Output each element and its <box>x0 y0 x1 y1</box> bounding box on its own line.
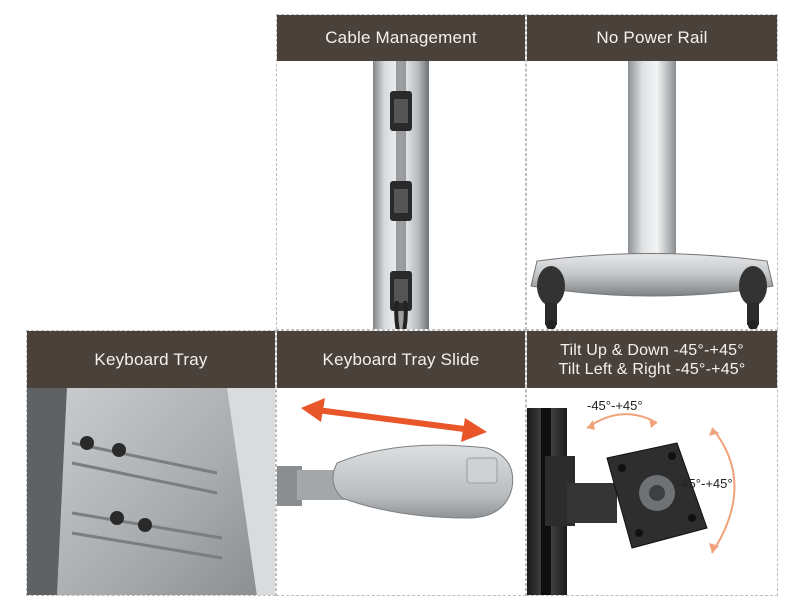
keyboard-tray-slide-panel: Keyboard Tray Slide <box>276 330 526 596</box>
cable-management-image <box>277 61 525 329</box>
tilt-header: Tilt Up & Down -45°-+45° Tilt Left & Rig… <box>527 331 777 388</box>
tilt-panel: Tilt Up & Down -45°-+45° Tilt Left & Rig… <box>526 330 778 596</box>
tilt-top-arc-label: -45°-+45° <box>587 398 643 413</box>
tilt-arc-side-icon <box>711 427 736 554</box>
no-power-rail-title: No Power Rail <box>596 28 708 47</box>
keyboard-tray-slide-title: Keyboard Tray Slide <box>322 349 480 369</box>
keyboard-tray-slide-header: Keyboard Tray Slide <box>277 331 525 388</box>
no-power-rail-header: No Power Rail <box>527 15 777 61</box>
tilt-side-arc-label: -45°-+45° <box>677 476 733 491</box>
double-arrow-icon <box>301 398 487 442</box>
cable-management-panel: Cable Management <box>276 14 526 330</box>
keyboard-tray-title: Keyboard Tray <box>94 349 208 369</box>
keyboard-tray-image <box>27 388 275 595</box>
keyboard-tray-panel: Keyboard Tray <box>26 330 276 596</box>
tilt-up-down-title: Tilt Up & Down -45°-+45° <box>560 341 744 359</box>
no-power-rail-panel: No Power Rail <box>526 14 778 330</box>
cable-management-header: Cable Management <box>277 15 525 61</box>
cable-management-title: Cable Management <box>325 28 477 47</box>
no-power-rail-image <box>527 61 777 329</box>
keyboard-tray-header: Keyboard Tray <box>27 331 275 388</box>
tilt-left-right-title: Tilt Left & Right -45°-+45° <box>558 360 746 378</box>
tilt-arc-top-icon <box>586 413 658 429</box>
tilt-image: -45°-+45° -45°-+45° <box>527 388 777 595</box>
keyboard-tray-slide-image <box>277 388 525 595</box>
